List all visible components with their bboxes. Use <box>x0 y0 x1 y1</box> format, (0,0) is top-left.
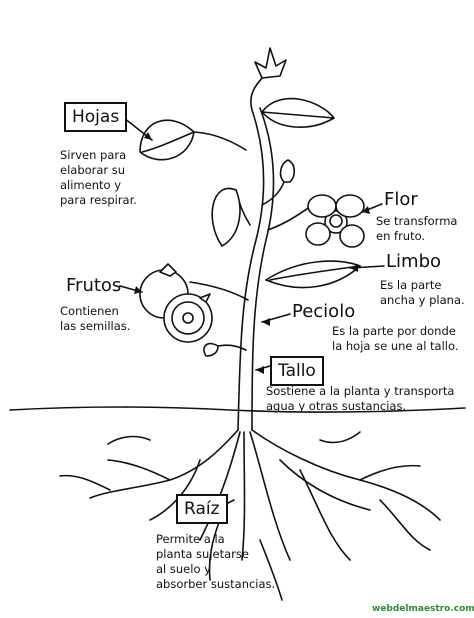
label-peciolo: Peciolo <box>292 301 356 322</box>
ground-line <box>9 406 466 413</box>
leaf-limbo <box>265 260 361 289</box>
desc-limbo: Es la parte ancha y plana. <box>380 278 465 307</box>
leaf-top-left <box>139 119 195 161</box>
desc-flor: Se transforma en fruto. <box>376 214 458 243</box>
flower-bud <box>279 159 296 183</box>
top-bud <box>254 47 287 79</box>
desc-hojas: Sirven para elaborar su alimento y para … <box>60 148 137 207</box>
label-flor: Flor <box>384 189 418 210</box>
desc-tallo: Sostiene a la planta y transporta agua y… <box>266 384 455 413</box>
roots <box>59 429 441 601</box>
leaf-mid-left <box>211 187 241 247</box>
desc-peciolo: Es la parte por donde la hoja se une al … <box>332 324 459 353</box>
label-raiz: Raíz <box>176 494 228 524</box>
fruits <box>139 263 213 343</box>
desc-frutos: Contienen las semillas. <box>60 304 131 333</box>
leaf-small <box>203 342 219 357</box>
label-limbo: Limbo <box>386 251 442 272</box>
label-hojas: Hojas <box>64 102 128 132</box>
label-tallo: Tallo <box>270 356 324 386</box>
credit-text: webdelmaestro.com <box>372 604 474 614</box>
label-frutos: Frutos <box>66 275 122 296</box>
flower <box>305 194 365 248</box>
desc-raiz: Permite a la planta sujetarse al suelo y… <box>156 532 276 591</box>
stem <box>237 74 266 431</box>
